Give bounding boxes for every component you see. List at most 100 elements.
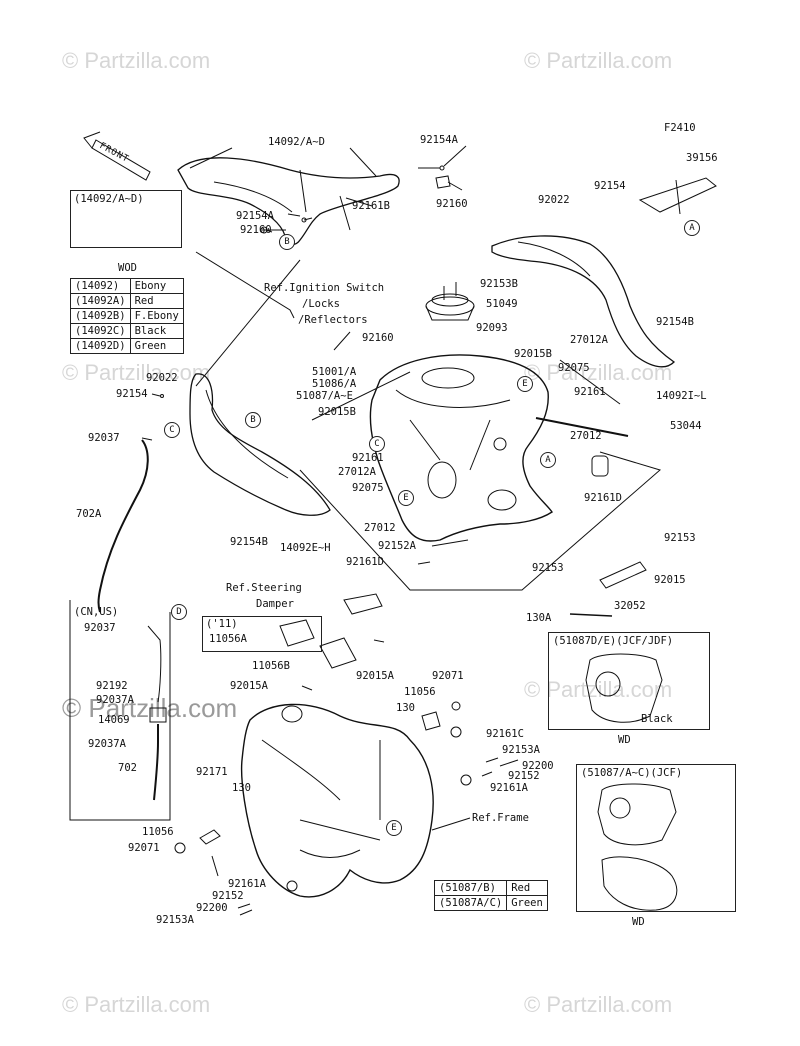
ref-circle-d: E [517, 376, 533, 392]
table-cell: Green [506, 895, 548, 911]
ref-label: /Locks [302, 298, 340, 310]
part-label: 51001/A [312, 366, 357, 378]
ref-label: Ref.Frame [472, 812, 529, 824]
part-label: 92153A [156, 914, 194, 926]
table-cell: F.Ebony [129, 308, 184, 324]
part-label: 92161D [346, 556, 384, 568]
part-label: 51086/A [312, 378, 357, 390]
part-label: 92071 [432, 670, 464, 682]
watermark: © Partzilla.com [62, 360, 211, 385]
part-label: 92071 [128, 842, 160, 854]
part-label: 92037 [88, 432, 120, 444]
part-label: 14069 [98, 714, 130, 726]
table-cell: Black [129, 323, 184, 339]
part-label: 92192 [96, 680, 128, 692]
part-label: 92153B [480, 278, 518, 290]
part-label: 27012 [364, 522, 396, 534]
ref-circle-c: C [369, 436, 385, 452]
part-label: 51087/A~E [296, 390, 353, 402]
watermark: © Partzilla.com [62, 992, 211, 1017]
part-label: 92160 [436, 198, 468, 210]
watermark: © Partzilla.com [524, 992, 673, 1017]
inset-wd-black: (51087D/E)(JCF/JDF) Black [548, 632, 710, 730]
part-label: 92015B [318, 406, 356, 418]
part-label: 92022 [146, 372, 178, 384]
part-label: 32052 [614, 600, 646, 612]
table-cell: (14092) [70, 278, 131, 294]
part-label: 92160 [362, 332, 394, 344]
ref-circle-e: E [386, 820, 402, 836]
table-cell: (14092A) [70, 293, 131, 309]
ref-circle-b: B [245, 412, 261, 428]
watermark: © Partzilla.com [524, 360, 673, 385]
part-label: 92152 [212, 890, 244, 902]
table-cell: Red [129, 293, 184, 309]
part-label: 92154A [420, 134, 458, 146]
part-label: 92152 [508, 770, 540, 782]
part-label: 92093 [476, 322, 508, 334]
inset-wd-jcf-caption: WD [632, 916, 645, 928]
table-row: (14092A)Red [70, 293, 184, 309]
ref-label: Ref.Steering [226, 582, 302, 594]
inset-wd-jcf: (51087/A~C)(JCF) [576, 764, 736, 912]
ref-circle-d: D [171, 604, 187, 620]
part-label: 92037 [84, 622, 116, 634]
part-label: 92022 [538, 194, 570, 206]
part-label: 92154B [656, 316, 694, 328]
table-cell: Green [129, 338, 184, 354]
table-cell: (51087/B) [433, 880, 508, 896]
part-label: 92161 [574, 386, 606, 398]
table-row: (51087A/C)Green [433, 895, 548, 911]
table-row: (14092)Ebony [70, 278, 184, 294]
part-label: 14092/A~D [268, 136, 325, 148]
part-label: 92154A [236, 210, 274, 222]
inset-wod: (14092/A~D) [70, 190, 182, 248]
ref-circle-b: B [279, 234, 295, 250]
part-label: 92015A [230, 680, 268, 692]
table-row: (14092C)Black [70, 323, 184, 339]
part-label: 51049 [486, 298, 518, 310]
part-label: 702 [118, 762, 137, 774]
part-label: 92154 [116, 388, 148, 400]
inset-2011: ('11) 11056A [202, 616, 322, 652]
part-label: 92015A [356, 670, 394, 682]
inset-wd-black-note: Black [641, 713, 673, 725]
region-label: (CN,US) [74, 606, 119, 618]
ref-circle-a: A [684, 220, 700, 236]
part-label: 11056 [142, 826, 174, 838]
part-label: 11056B [252, 660, 290, 672]
part-label: 92160 [240, 224, 272, 236]
part-label: 92153 [532, 562, 564, 574]
ref-label: Damper [256, 598, 294, 610]
part-label: 130A [526, 612, 552, 624]
part-label: 92200 [522, 760, 554, 772]
inset-wd-jcf-title: (51087/A~C)(JCF) [581, 767, 683, 779]
table-row: (51087/B)Red [433, 880, 548, 896]
part-label: 14092I~L [656, 390, 707, 402]
part-label: 130 [396, 702, 415, 714]
part-label: 14092E~H [280, 542, 331, 554]
table-row: (14092B)F.Ebony [70, 308, 184, 324]
figure-id: F2410 [664, 122, 696, 134]
part-label: 53044 [670, 420, 702, 432]
ref-circle-e: E [398, 490, 414, 506]
part-label: 92154B [230, 536, 268, 548]
color-table-51087: (51087/B)Red (51087A/C)Green [433, 880, 548, 911]
part-label: 27012A [570, 334, 608, 346]
ref-label: /Reflectors [298, 314, 368, 326]
color-table-14092: (14092)Ebony (14092A)Red (14092B)F.Ebony… [70, 278, 184, 354]
inset-wod-title: (14092/A~D) [74, 193, 144, 205]
part-label: 11056 [404, 686, 436, 698]
table-row: (14092D)Green [70, 338, 184, 354]
inset-2011-title: ('11) [206, 618, 238, 630]
part-label: 130 [232, 782, 251, 794]
part-label: 92161A [228, 878, 266, 890]
part-label: 92161B [352, 200, 390, 212]
ref-label: Ref.Ignition Switch [264, 282, 385, 294]
part-label: 27012A [338, 466, 376, 478]
table-cell: (14092B) [70, 308, 131, 324]
part-label: 92200 [196, 902, 228, 914]
part-label: 11056A [209, 633, 247, 645]
inset-wd-black-caption: WD [618, 734, 631, 746]
part-label: 92153A [502, 744, 540, 756]
